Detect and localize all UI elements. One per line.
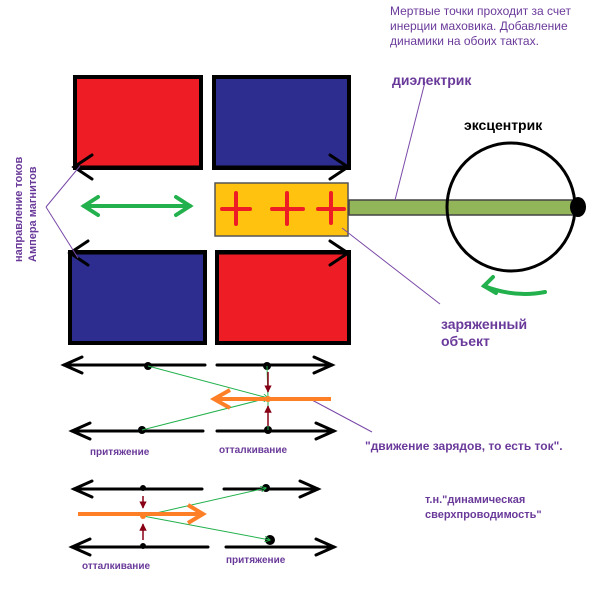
current-arrow-top-right — [212, 153, 351, 181]
label-repulsion-2: отталкивание — [82, 561, 150, 572]
diagram-attraction-repulsion — [60, 355, 338, 441]
magnet-top-left-red — [73, 75, 203, 170]
rotation-arrow — [480, 275, 547, 296]
superconductivity-label-2: сверхпроводимость" — [425, 509, 542, 521]
leader-lines — [45, 81, 441, 433]
magnet-bottom-left-blue — [68, 250, 207, 345]
current-direction-label: направление токов Ампера магнитов — [13, 157, 39, 262]
label-attraction-1: притяжение — [90, 447, 150, 458]
charge-motion-label: "движение зарядов, то есть ток". — [365, 439, 563, 453]
current-arrow-bottom-left — [67, 239, 206, 267]
svg-text:направление токов: направление токов — [13, 157, 25, 262]
label-attraction-2: притяжение — [226, 555, 286, 566]
current-arrow-top-left — [71, 153, 202, 181]
svg-text:Ампера магнитов: Ампера магнитов — [27, 166, 39, 262]
current-arrow-bottom-right — [216, 239, 351, 267]
oscillation-double-arrow — [80, 195, 194, 217]
eccentric-pin — [570, 197, 586, 217]
superconductivity-label-1: т.н."динамическая — [425, 494, 525, 506]
charged-object-label-1: заряженный — [441, 316, 527, 332]
plus-signs — [220, 191, 346, 226]
magnet-bottom-right-red — [215, 250, 351, 345]
dielectric-label: диэлектрик — [392, 72, 472, 88]
magnet-top-right-blue — [212, 75, 351, 170]
diagram-repulsion-attraction — [68, 479, 338, 557]
charged-object-label-2: объект — [441, 333, 490, 349]
dead-points-note: Мертвые точки проходит за счет инерции м… — [390, 4, 571, 48]
label-repulsion-1: отталкивание — [219, 445, 287, 456]
dielectric-rod — [348, 199, 578, 216]
eccentric-label: эксцентрик — [464, 117, 543, 133]
